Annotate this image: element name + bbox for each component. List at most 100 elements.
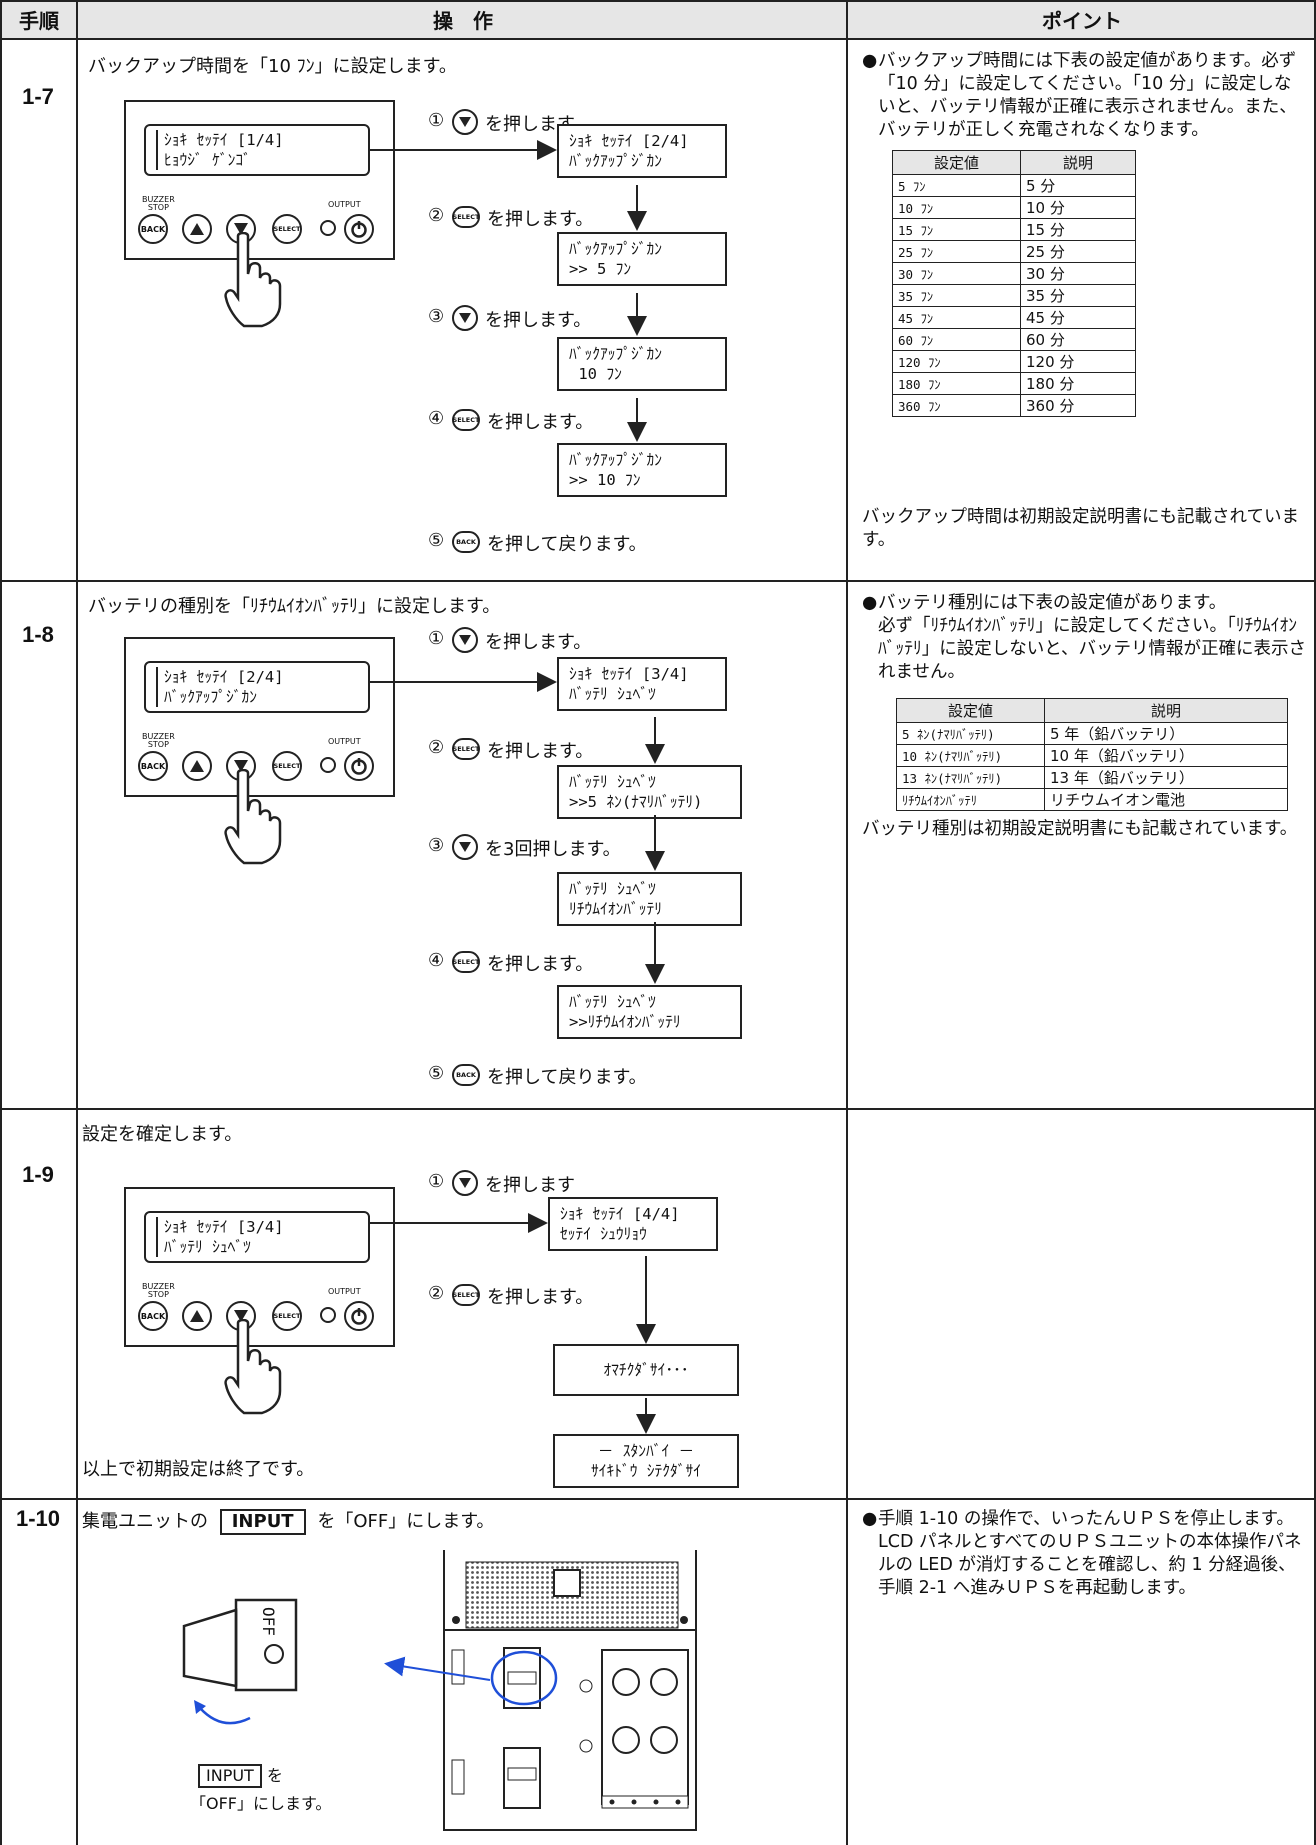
description-cell: 180 分 [1020,372,1136,395]
up-arrow-icon [190,1310,204,1322]
flow-step-text: を押して戻ります。 [487,534,647,555]
flow-step-text: を押します。 [487,209,594,230]
setting-value-cell: 45 ﾌﾝ [892,306,1021,329]
flow-step-num: ⑤ [428,530,445,551]
switch-off-label: OFF [259,1607,278,1636]
flow-step-text: を押します [485,1175,575,1196]
up-button[interactable] [182,751,212,781]
lcd-screen: ｼｮｷ ｾｯﾃｲ [4/4]ｾｯﾃｲ ｼｭｳﾘｮｳ [548,1197,718,1251]
lcd-screen: ﾊﾞｯｸｱｯﾌﾟｼﾞｶﾝ>> 10 ﾌﾝ [557,443,727,497]
flow-step-num: ② [428,737,445,758]
flow-arrows [370,140,647,442]
setting-value-cell: ﾘﾁｳﾑｲｵﾝﾊﾞｯﾃﾘ [896,788,1045,811]
input-key-label: INPUT [219,1509,306,1535]
up-button[interactable] [182,1301,212,1331]
select-button[interactable]: SELECT [272,1301,302,1331]
panel-lcd: ｼｮｷ ｾｯﾃｲ [1/4] ﾋｮｳｼﾞ ｹﾞﾝｺﾞ [144,124,370,176]
lcd-screen: ﾊﾞｯﾃﾘ ｼｭﾍﾞﾂ>>ﾘﾁｳﾑｲｵﾝﾊﾞｯﾃﾘ [557,985,742,1039]
description-cell: 5 分 [1020,174,1136,197]
output-led [320,757,336,773]
caption-2: 「OFF」にします。 [190,1794,332,1813]
down-button-icon [452,834,478,860]
caption: INPUT を [198,1762,283,1788]
description-cell: 10 分 [1020,196,1136,219]
header-operation: 操 作 [78,0,848,38]
back-button-icon: BACK [452,531,480,553]
down-arrow-icon [234,223,248,235]
setting-value-cell: 15 ﾌﾝ [892,218,1021,241]
flow-step-text: を3回押します。 [485,839,621,860]
lcd-screen: ﾊﾞｯｸｱｯﾌﾟｼﾞｶﾝ 10 ﾌﾝ [557,337,727,391]
select-button-icon: SELECT [452,738,480,760]
panel-lcd: ｼｮｷ ｾｯﾃｲ [2/4]ﾊﾞｯｸｱｯﾌﾟｼﾞｶﾝ [144,661,370,713]
flow-arrows [370,1213,656,1434]
power-icon [351,221,367,238]
power-icon [351,758,367,775]
pointing-hand-icon [224,232,282,328]
description-cell: 15 分 [1020,218,1136,241]
completion-text: 以上で初期設定は終了です。 [82,1459,315,1480]
lcd-screen: ﾊﾞｯｸｱｯﾌﾟｼﾞｶﾝ>> 5 ﾌﾝ [557,232,727,286]
pointing-hand-icon [224,769,282,865]
down-button-icon [452,627,478,653]
table-row: 10 ﾈﾝ(ﾅﾏﾘﾊﾞｯﾃﾘ)10 年（鉛バッテリ） [896,744,1288,767]
flow-step-num: ④ [428,408,445,429]
output-led [320,220,336,236]
description-cell: 25 分 [1020,240,1136,263]
output-label: OUTPUT [328,737,361,746]
flow-step-num: ② [428,1283,445,1304]
breaker-switch-icon [182,1598,298,1725]
lcd-line: ｼｮｷ ｾｯﾃｲ [1/4] [164,131,284,149]
lcd-screen: ﾊﾞｯﾃﾘ ｼｭﾍﾞﾂ>>5 ﾈﾝ(ﾅﾏﾘﾊﾞｯﾃﾘ) [557,765,742,819]
power-button[interactable] [344,214,374,244]
header-step: 手順 [0,0,78,38]
down-button[interactable] [226,214,256,244]
collector-unit-illustration [384,1550,697,1831]
setting-value-cell: 360 ﾌﾝ [892,394,1021,417]
setting-value-cell: 120 ﾌﾝ [892,350,1021,373]
back-button[interactable]: BACK [138,751,168,781]
flow-step-num: ③ [428,835,445,856]
select-button[interactable]: SELECT [272,214,302,244]
bullet-icon: ● [862,1509,878,1529]
power-button[interactable] [344,1301,374,1331]
table-row: ﾘﾁｳﾑｲｵﾝﾊﾞｯﾃﾘリチウムイオン電池 [896,788,1288,811]
flow-step-text: を押します。 [487,954,594,975]
select-button-icon: SELECT [452,206,480,228]
flow-step-text: を押します。 [487,1287,594,1308]
point-text: ● バックアップ時間には下表の設定値があります。必ず「10 分」に設定してくださ… [862,51,1297,140]
step-number: 1-9 [22,1162,54,1187]
step-title: 集電ユニットの INPUT を「OFF」にします。 [82,1507,494,1535]
description-cell: 60 分 [1020,328,1136,351]
back-button[interactable]: BACK [138,1301,168,1331]
panel-lcd: ｼｮｷ ｾｯﾃｲ [3/4]ﾊﾞｯﾃﾘ ｼｭﾍﾞﾂ [144,1211,370,1263]
step-number: 1-8 [22,622,54,647]
step-title: 設定を確定します。 [82,1124,243,1145]
description-cell: リチウムイオン電池 [1044,788,1288,811]
select-button-icon: SELECT [452,409,480,431]
flow-step-num: ① [428,110,445,131]
setting-value-cell: 13 ﾈﾝ(ﾅﾏﾘﾊﾞｯﾃﾘ) [896,766,1045,789]
select-button[interactable]: SELECT [272,751,302,781]
up-button[interactable] [182,214,212,244]
bullet-icon: ● [862,593,878,613]
description-cell: 13 年（鉛バッテリ） [1044,766,1288,789]
down-button-icon [452,109,478,135]
flow-arrows [370,672,665,984]
select-button-icon: SELECT [452,1284,480,1306]
back-button[interactable]: BACK [138,214,168,244]
power-button[interactable] [344,751,374,781]
flow-step-text: を押します。 [487,741,594,762]
down-arrow-icon [234,760,248,772]
select-button-icon: SELECT [452,951,480,973]
point-text: ● 手順 1-10 の操作で、いったんＵＰＳを停止します。LCD パネルとすべて… [862,1509,1302,1598]
step-number: 1-10 [15,1506,61,1531]
flow-step-text: を押します。 [487,412,594,433]
